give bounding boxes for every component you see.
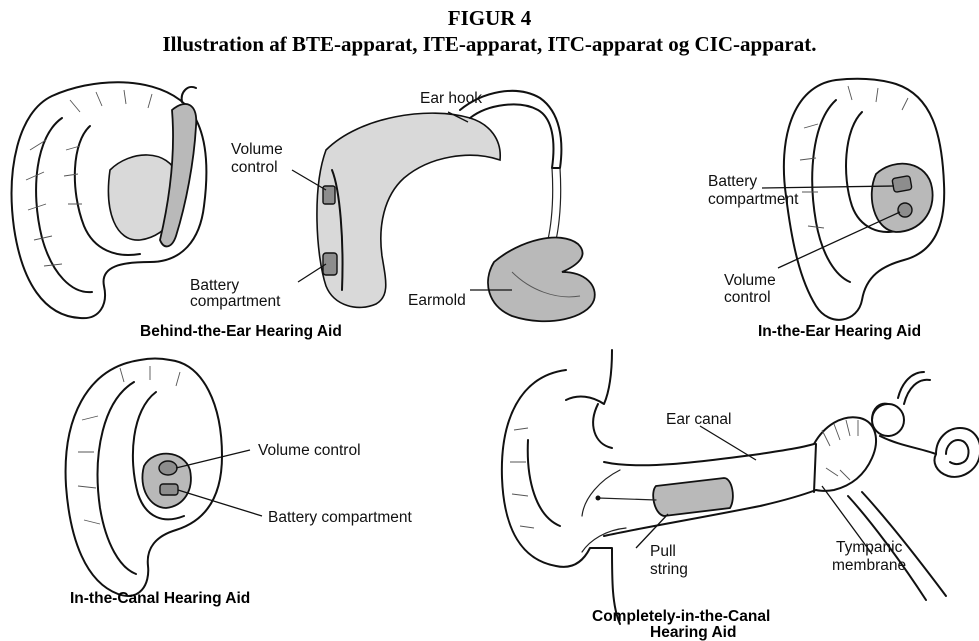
bte-label-battery-line2: compartment bbox=[190, 293, 281, 310]
bte-label-volume-line1: Volume bbox=[231, 141, 283, 158]
bte-label-earmold: Earmold bbox=[408, 292, 466, 309]
cic-label-tympanic-line1: Tympanic bbox=[836, 539, 903, 556]
cic-label-pull-line2: string bbox=[650, 561, 688, 578]
cic-panel: Ear canal Pull string Tympanic membrane … bbox=[502, 350, 979, 641]
ite-label-battery-line2: compartment bbox=[708, 191, 799, 208]
bte-ear-drawing bbox=[12, 82, 207, 318]
ite-caption: In-the-Ear Hearing Aid bbox=[758, 323, 921, 340]
ite-volume-wheel bbox=[898, 203, 912, 217]
itc-ear-drawing bbox=[66, 359, 222, 596]
cic-caption-line1: Completely-in-the-Canal bbox=[592, 608, 770, 625]
cic-label-ear-canal: Ear canal bbox=[666, 411, 731, 428]
cic-label-tympanic-line2: membrane bbox=[832, 557, 906, 574]
bte-caption: Behind-the-Ear Hearing Aid bbox=[140, 323, 342, 340]
ite-panel: Battery compartment Volume control In-th… bbox=[708, 79, 944, 340]
ite-ear-drawing bbox=[784, 79, 944, 320]
cic-ear-drawing bbox=[502, 350, 979, 624]
bte-label-ear-hook: Ear hook bbox=[420, 90, 482, 107]
ite-label-battery-line1: Battery bbox=[708, 173, 757, 190]
cic-caption-line2: Hearing Aid bbox=[650, 624, 736, 641]
bte-panel: Ear hook Volume control Battery compartm… bbox=[12, 82, 595, 340]
itc-panel: Volume control Battery compartment In-th… bbox=[66, 359, 413, 608]
itc-volume-wheel bbox=[159, 461, 177, 475]
bte-label-volume-line2: control bbox=[231, 159, 278, 176]
ite-battery-door bbox=[892, 176, 912, 193]
itc-label-volume: Volume control bbox=[258, 442, 361, 459]
cic-label-pull-line1: Pull bbox=[650, 543, 676, 560]
bte-label-battery-line1: Battery bbox=[190, 277, 239, 294]
itc-label-battery: Battery compartment bbox=[268, 509, 413, 526]
itc-battery-door bbox=[160, 484, 178, 495]
ite-label-volume-line2: control bbox=[724, 289, 771, 306]
cic-device bbox=[653, 478, 733, 516]
bte-earmold bbox=[488, 238, 595, 322]
bte-device-drawing bbox=[317, 91, 595, 321]
itc-caption: In-the-Canal Hearing Aid bbox=[70, 590, 250, 607]
ite-label-volume-line1: Volume bbox=[724, 272, 776, 289]
